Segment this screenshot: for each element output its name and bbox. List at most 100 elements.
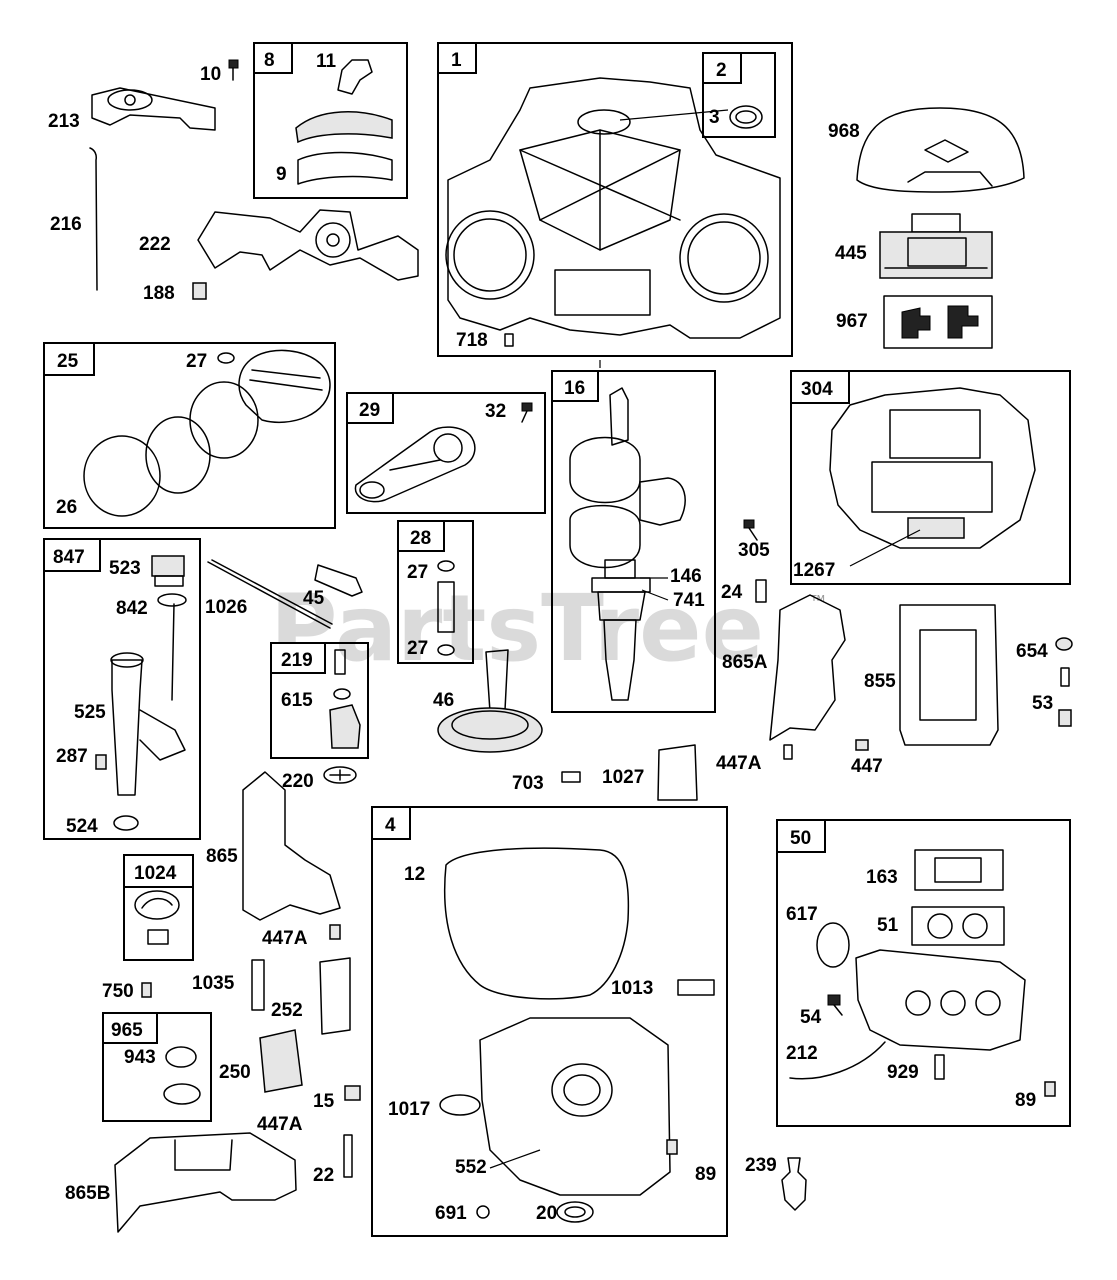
label-26[interactable]: 26 (56, 497, 77, 518)
label-252[interactable]: 252 (271, 1000, 303, 1021)
part-3-drawing[interactable] (729, 105, 763, 129)
part-968-drawing[interactable] (856, 107, 1025, 193)
group-box-50[interactable]: 50 (776, 819, 1071, 1127)
part-691-drawing[interactable] (476, 1205, 490, 1219)
label-11[interactable]: 11 (316, 51, 337, 72)
part-304-drawing[interactable] (829, 387, 1036, 567)
label-447[interactable]: 447 (851, 756, 883, 777)
part-89b-drawing[interactable] (1044, 1081, 1056, 1097)
label-865B[interactable]: 865B (65, 1183, 110, 1204)
part-222-drawing[interactable] (197, 209, 419, 281)
label-213[interactable]: 213 (48, 111, 80, 132)
part-15-drawing[interactable] (344, 1085, 361, 1101)
part-1013-drawing[interactable] (677, 979, 715, 996)
part-965-drawing[interactable] (163, 1046, 201, 1105)
label-1017[interactable]: 1017 (388, 1099, 430, 1120)
part-212-drawing[interactable] (789, 1041, 886, 1080)
part-25-drawing[interactable] (83, 349, 331, 517)
label-967[interactable]: 967 (836, 311, 868, 332)
label-15[interactable]: 15 (313, 1091, 335, 1112)
group-box-16[interactable]: 16 (551, 370, 716, 713)
label-445[interactable]: 445 (835, 243, 867, 264)
part-46-drawing[interactable] (437, 649, 543, 753)
part-50-drawing[interactable] (855, 949, 1026, 1051)
part-239-drawing[interactable] (781, 1157, 807, 1211)
group-box-25[interactable]: 25 (43, 342, 336, 529)
group-box-219[interactable]: 219 (270, 642, 369, 759)
label-855[interactable]: 855 (864, 671, 896, 692)
label-3[interactable]: 3 (709, 107, 720, 128)
part-847-drawing[interactable] (95, 555, 187, 831)
part-188-drawing[interactable] (192, 282, 207, 300)
label-53[interactable]: 53 (1032, 693, 1053, 714)
label-750[interactable]: 750 (102, 981, 134, 1002)
label-220[interactable]: 220 (282, 771, 314, 792)
label-305[interactable]: 305 (738, 540, 770, 561)
label-523[interactable]: 523 (109, 558, 141, 579)
label-54[interactable]: 54 (800, 1007, 822, 1028)
label-447A-bottom[interactable]: 447A (257, 1114, 303, 1135)
part-10-drawing[interactable] (228, 59, 239, 81)
label-222[interactable]: 222 (139, 234, 171, 255)
label-1035[interactable]: 1035 (192, 973, 235, 994)
part-617-drawing[interactable] (816, 922, 850, 968)
part-750-drawing[interactable] (141, 982, 152, 998)
label-447A-mid[interactable]: 447A (262, 928, 308, 949)
part-53-drawing[interactable] (1058, 667, 1072, 727)
label-615[interactable]: 615 (281, 690, 313, 711)
group-box-965[interactable]: 965 (102, 1012, 212, 1122)
part-12-drawing[interactable] (443, 847, 630, 1000)
label-525[interactable]: 525 (74, 702, 106, 723)
label-287[interactable]: 287 (56, 746, 88, 767)
part-11-drawing[interactable] (337, 59, 373, 95)
label-188[interactable]: 188 (143, 283, 175, 304)
label-929[interactable]: 929 (887, 1062, 919, 1083)
label-943[interactable]: 943 (124, 1047, 156, 1068)
part-855-drawing[interactable] (899, 604, 999, 746)
group-box-847[interactable]: 847 (43, 538, 201, 840)
part-305-drawing[interactable] (743, 519, 758, 541)
part-8-drawing[interactable] (295, 111, 393, 185)
group-box-8[interactable]: 8 (253, 42, 408, 199)
part-967-drawing[interactable] (883, 295, 993, 349)
label-718[interactable]: 718 (456, 330, 488, 351)
group-box-304[interactable]: 304 (790, 370, 1071, 585)
part-1-drawing[interactable] (445, 77, 781, 347)
part-865A-drawing[interactable] (769, 594, 846, 760)
label-45[interactable]: 45 (303, 588, 325, 609)
part-654-drawing[interactable] (1055, 637, 1073, 651)
label-703[interactable]: 703 (512, 773, 544, 794)
part-24-drawing[interactable] (755, 579, 767, 603)
part-20-drawing[interactable] (556, 1201, 594, 1223)
label-865A[interactable]: 865A (722, 652, 768, 673)
label-163[interactable]: 163 (866, 867, 898, 888)
part-1024-drawing[interactable] (134, 890, 180, 945)
part-250-drawing[interactable] (259, 1029, 303, 1093)
label-216[interactable]: 216 (50, 214, 82, 235)
part-865B-drawing[interactable] (114, 1132, 297, 1233)
part-54-drawing[interactable] (827, 994, 843, 1016)
label-89-manifold[interactable]: 89 (1015, 1090, 1036, 1111)
label-842[interactable]: 842 (116, 598, 148, 619)
label-654[interactable]: 654 (1016, 641, 1048, 662)
part-216-drawing[interactable] (89, 147, 98, 291)
label-552[interactable]: 552 (455, 1157, 487, 1178)
part-51-drawing[interactable] (911, 906, 1005, 946)
part-445-drawing[interactable] (879, 213, 993, 279)
part-213-drawing[interactable] (91, 87, 216, 131)
part-929-drawing[interactable] (934, 1054, 945, 1080)
label-22[interactable]: 22 (313, 1165, 334, 1186)
label-9[interactable]: 9 (276, 164, 287, 185)
label-89-sump[interactable]: 89 (695, 1164, 716, 1185)
group-box-1[interactable]: 1 (437, 42, 793, 357)
group-box-29[interactable]: 29 (346, 392, 546, 514)
label-250[interactable]: 250 (219, 1062, 251, 1083)
label-1013[interactable]: 1013 (611, 978, 653, 999)
label-524[interactable]: 524 (66, 816, 98, 837)
label-27-piston[interactable]: 27 (186, 351, 207, 372)
label-239[interactable]: 239 (745, 1155, 777, 1176)
label-146[interactable]: 146 (670, 566, 702, 587)
label-1267[interactable]: 1267 (793, 560, 835, 581)
label-741[interactable]: 741 (673, 590, 705, 611)
part-252-drawing[interactable] (319, 957, 351, 1035)
